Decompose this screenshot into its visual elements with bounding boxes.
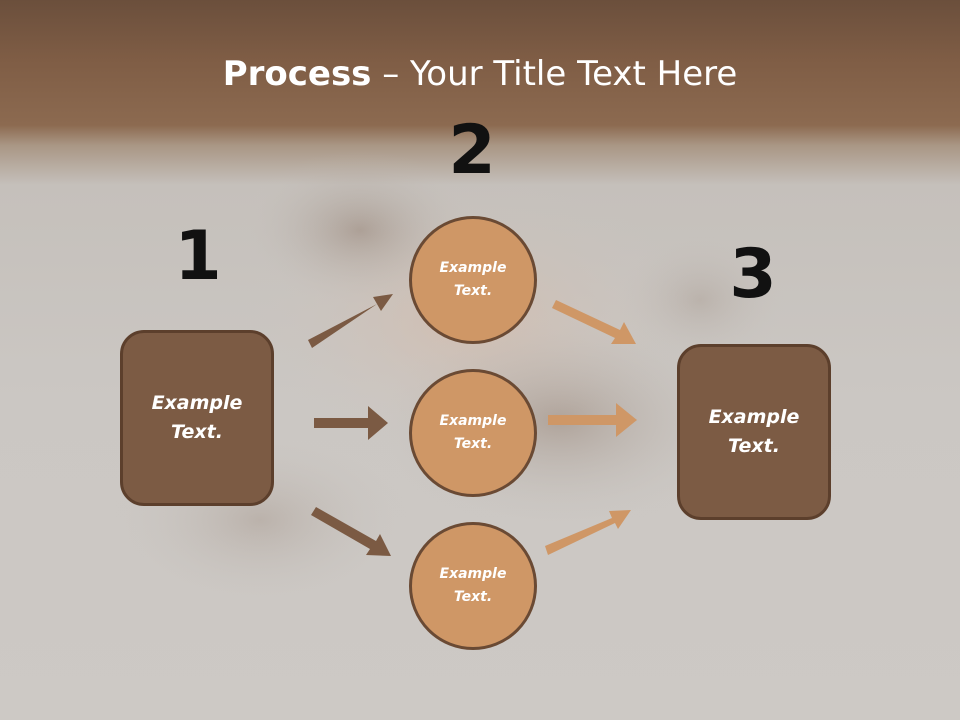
title-rest: – Your Title Text Here bbox=[371, 54, 738, 94]
step-2-circle-bottom: Example Text. bbox=[409, 522, 537, 650]
arrow-from-middle-circle bbox=[548, 403, 637, 437]
arrow-to-top-circle bbox=[308, 294, 393, 348]
step-3-box-text: Example Text. bbox=[708, 406, 800, 457]
arrow-to-bottom-circle bbox=[311, 507, 391, 556]
step-2-circle-top: Example Text. bbox=[409, 216, 537, 344]
circle-top-text: Example Text. bbox=[439, 260, 507, 299]
step-number-1: 1 bbox=[174, 217, 222, 296]
step-2-circle-middle: Example Text. bbox=[409, 369, 537, 497]
left-arrows bbox=[308, 294, 393, 556]
step-number-2: 2 bbox=[448, 111, 496, 190]
arrow-from-bottom-circle bbox=[545, 510, 631, 555]
circle-middle-text: Example Text. bbox=[439, 413, 507, 452]
arrow-from-top-circle bbox=[552, 300, 636, 344]
step-1-box: Example Text. bbox=[120, 330, 274, 506]
arrow-to-middle-circle bbox=[314, 406, 388, 440]
step-1-box-text: Example Text. bbox=[151, 392, 243, 443]
right-arrows bbox=[545, 300, 637, 555]
step-3-box: Example Text. bbox=[677, 344, 831, 520]
circle-bottom-text: Example Text. bbox=[439, 566, 507, 605]
step-number-3: 3 bbox=[729, 235, 777, 314]
title-bold: Process bbox=[222, 54, 372, 94]
slide-title: Process – Your Title Text Here bbox=[0, 52, 960, 96]
